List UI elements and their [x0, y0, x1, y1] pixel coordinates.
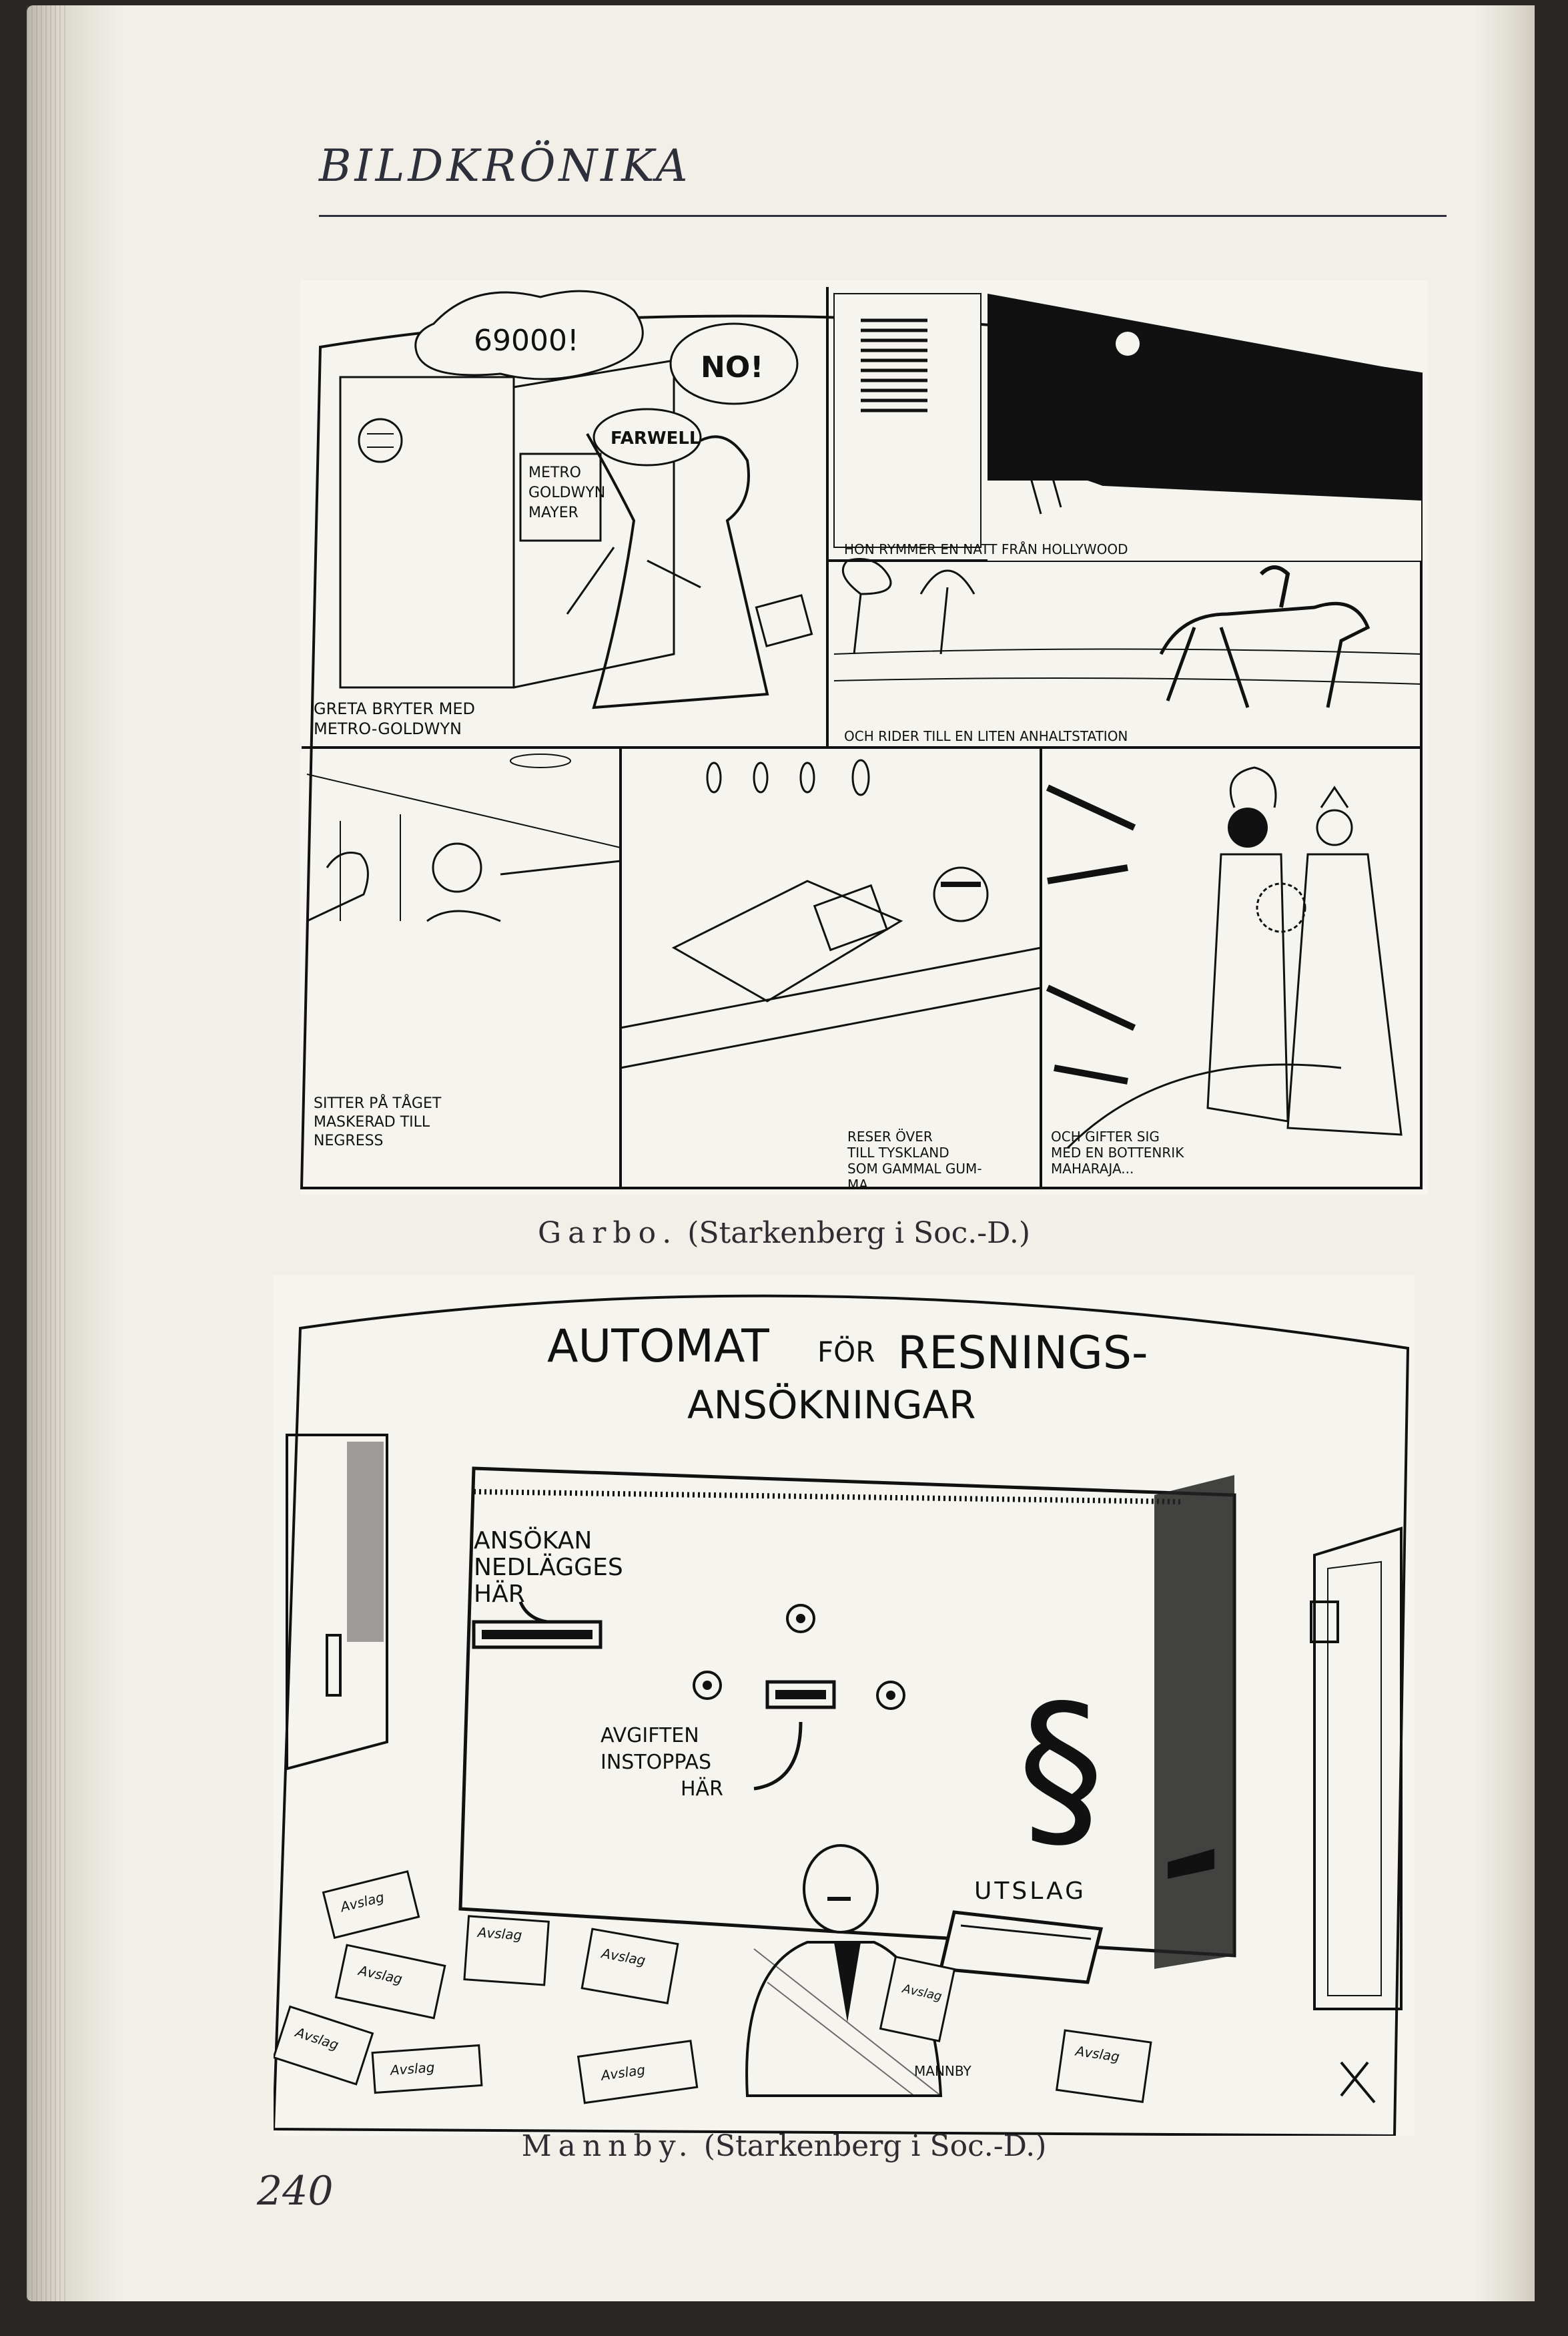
- figure-label: MANNBY: [914, 2063, 971, 2079]
- garbo-panel-4: SITTER PÅ TÅGET MASKERAD TILL NEGRESS: [306, 754, 622, 1149]
- mannby-cartoon: AUTOMAT FÖR RESNINGS- ANSÖKNINGAR ANSÖKA…: [274, 1275, 1415, 2136]
- panel-caption: GRETA BRYTER MED: [314, 699, 475, 718]
- paper-text: Avslag: [476, 1924, 522, 1944]
- panel-caption: NEGRESS: [314, 1133, 384, 1149]
- fee-label: AVGIFTEN: [601, 1724, 699, 1747]
- page-edges: [27, 5, 67, 2301]
- panel-caption: OCH RIDER TILL EN LITEN ANHALTSTATION: [844, 728, 1128, 744]
- garbo-panel-1: METRO GOLDWYN MAYER 69000! NO! FARWELL G…: [314, 290, 813, 738]
- paper-text: Avslag: [388, 2059, 435, 2078]
- machine-title: ANSÖKNINGAR: [687, 1382, 975, 1428]
- caption-credit: (Starkenberg i Soc.-D.): [703, 2129, 1047, 2163]
- slot-label: NEDLÄGGES: [474, 1553, 623, 1581]
- garbo-panel-2: HON RYMMER EN NATT FRÅN HOLLYWOOD: [833, 293, 1421, 561]
- page-number: 240: [257, 2168, 334, 2215]
- speech-bubble: [593, 408, 702, 467]
- garbo-panel-3: OCH RIDER TILL EN LITEN ANHALTSTATION: [833, 558, 1422, 744]
- bubble-farewell: FARWELL: [611, 428, 701, 449]
- panel-caption: TILL TYSKLAND: [847, 1145, 949, 1161]
- slot-label: ANSÖKAN: [474, 1526, 592, 1554]
- caption-name: Mannby.: [521, 2129, 695, 2163]
- spine-shadow: [27, 5, 120, 2301]
- knob-icon: [786, 1604, 815, 1633]
- bubble-no: NO!: [701, 350, 763, 384]
- caption-name: Garbo.: [537, 1216, 679, 1250]
- running-head: BILDKRÖNIKA: [319, 140, 691, 192]
- garbo-cartoon: METRO GOLDWYN MAYER 69000! NO! FARWELL G…: [300, 280, 1428, 1195]
- machine-title: AUTOMAT: [547, 1320, 769, 1373]
- speech-bubble: [669, 322, 799, 405]
- panel-caption: HON RYMMER EN NATT FRÅN HOLLYWOOD: [844, 541, 1128, 557]
- panel-caption: MAHARAJA...: [1051, 1161, 1134, 1177]
- rejection-papers: Avslag Avslag Avslag Avslag Avslag Avsla…: [274, 1870, 1152, 2104]
- sign-line: GOLDWYN: [528, 485, 605, 501]
- panel-caption: RESER ÖVER: [847, 1129, 933, 1145]
- arrow-icon: [518, 1600, 548, 1624]
- bubble-amount: 69000!: [474, 324, 579, 358]
- mgm-sign: [519, 453, 602, 542]
- output-tray: [938, 1910, 1104, 1984]
- crank-handle-icon: [1168, 1849, 1214, 1879]
- machine-title: RESNINGS-: [897, 1327, 1148, 1380]
- panel-caption: SOM GAMMAL GUM-: [847, 1161, 982, 1177]
- section-symbol: §: [1018, 1669, 1104, 1870]
- fee-label: HÄR: [681, 1777, 723, 1801]
- knob-icon: [693, 1671, 722, 1700]
- knob-icon: [876, 1681, 905, 1710]
- sign-line: METRO: [528, 465, 581, 481]
- automat-machine: ANSÖKAN NEDLÄGGES HÄR AVGIFTEN INSTOPPAS…: [458, 1466, 1236, 1984]
- panel-caption: SITTER PÅ TÅGET: [314, 1094, 442, 1112]
- arrow-icon: [753, 1721, 803, 1791]
- left-door: [286, 1434, 388, 1771]
- mannby-figure: Avslag MANNBY: [745, 1844, 971, 2097]
- right-door: [1310, 1526, 1403, 2010]
- garbo-panel-6: OCH GIFTER SIG MED EN BOTTENRIK MAHARAJA…: [1046, 766, 1403, 1177]
- right-page-edge: [1475, 5, 1535, 2301]
- panel-caption: OCH GIFTER SIG: [1051, 1129, 1160, 1145]
- speech-bubble: [414, 290, 644, 380]
- caption-credit: (Starkenberg i Soc.-D.): [687, 1216, 1031, 1250]
- panel-caption: METRO-GOLDWYN: [314, 719, 462, 738]
- slot-label: HÄR: [474, 1580, 525, 1608]
- machine-title: FÖR: [817, 1335, 875, 1368]
- garbo-caption: Garbo. (Starkenberg i Soc.-D.): [0, 1216, 1568, 1250]
- panel-caption: MA...: [847, 1177, 881, 1193]
- fee-label: INSTOPPAS: [601, 1751, 711, 1774]
- header-rule: [319, 215, 1447, 217]
- panel-caption: MED EN BOTTENRIK: [1051, 1145, 1184, 1161]
- artist-signature: [1340, 2061, 1376, 2104]
- sign-line: MAYER: [528, 505, 578, 521]
- garbo-panel-5: RESER ÖVER TILL TYSKLAND SOM GAMMAL GUM-…: [620, 759, 1042, 1193]
- output-label: UTSLAG: [974, 1877, 1086, 1905]
- mannby-caption: Mannby. (Starkenberg i Soc.-D.): [0, 2129, 1568, 2163]
- panel-caption: MASKERAD TILL: [314, 1114, 430, 1131]
